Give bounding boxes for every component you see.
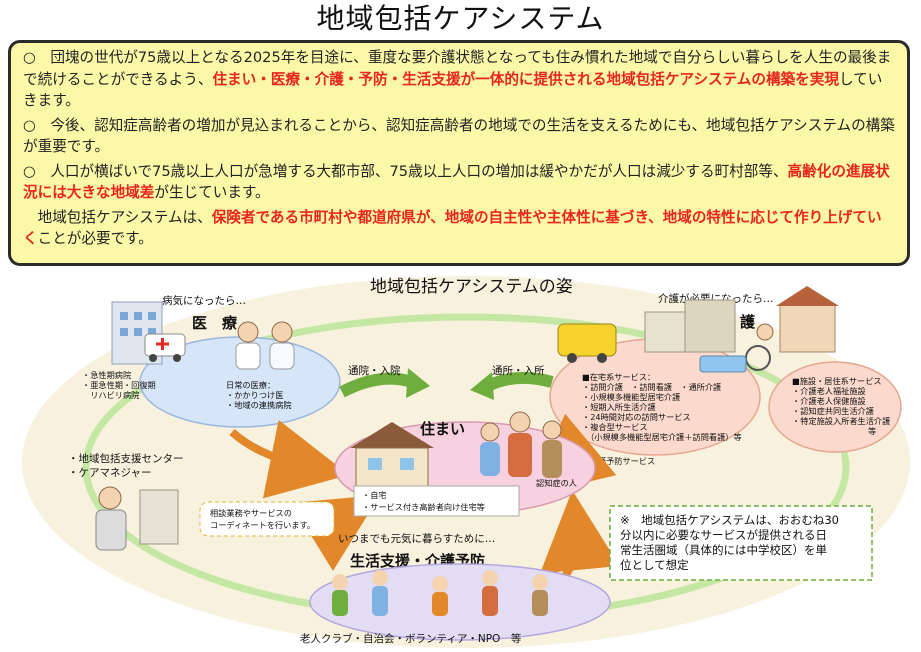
home-services-1: ・訪問介護 ・訪問看護 ・通所介護 <box>582 382 721 392</box>
note-line-3: 常生活圏域（具体的には中学校区）を単 <box>620 543 827 557</box>
support-center-line-1: ・地域包括支援センター <box>68 452 184 465</box>
intro-paragraph-3: ○ 人口が横ばいで75歳以上人口が急増する大都市部、75歳以上人口の増加は緩やか… <box>23 161 895 204</box>
life-caption: いつまでも元気に暮らすために… <box>338 532 495 545</box>
facility-services-2: ・介護老人保健施設 <box>792 396 866 406</box>
facility-services-3: ・認知症共同生活介護 <box>792 406 874 416</box>
page-title: 地域包括ケアシステム <box>316 2 605 35</box>
home-services-2: ・小規模多機能型居宅介護 <box>582 392 680 402</box>
home-item-2: ・サービス付き高齢者向け住宅等 <box>362 502 485 512</box>
hospital-building-icon <box>111 301 163 365</box>
home-services-4: ・24時間対応の訪問サービス <box>582 412 691 422</box>
home-services-3: ・短期入所生活介護 <box>582 402 656 412</box>
consult-line-2: コーディネートを行います。 <box>210 520 315 530</box>
home-label: 住まい <box>420 420 465 438</box>
support-center-line-2: ・ケアマネジャー <box>68 467 151 479</box>
arrow-left-label: 通院・入院 <box>348 364 401 377</box>
facility-services-4: ・特定施設入所者生活介護 <box>792 416 890 426</box>
elderly-activity-icon <box>332 570 548 616</box>
care-manager-icon <box>95 486 179 551</box>
intro-p1-text: ○ 団塊の世代が75歳以上となる2025年を目途に、重度な要介護状態となっても住… <box>23 49 892 88</box>
hospital-line-1: ・急性期病院 <box>82 370 131 380</box>
welfare-van-icon <box>557 323 617 363</box>
intro-p4-text: 地域包括ケアシステムは、 <box>23 208 212 226</box>
ambulance-icon <box>144 333 186 362</box>
care-facility-building-icon <box>644 286 839 353</box>
medical-to-home-arrow <box>229 419 350 499</box>
facility-services-0: ■施設・居住系サービス <box>792 376 882 386</box>
note-line-1: ※ 地域包括ケアシステムは、おおむね30 <box>620 513 839 527</box>
house-icon <box>350 422 434 489</box>
facility-services-1: ・介護老人福祉施設 <box>792 386 866 396</box>
dementia-person-label: 認知症の人 <box>536 478 577 488</box>
intro-p3-emphasis: 高齢化の進展状況には大きな地域差 <box>23 162 890 202</box>
arrow-right-label: 通所・入所 <box>492 365 545 377</box>
home-item-1: ・自宅 <box>362 490 387 500</box>
home-services-0: ■在宅系サービス： <box>582 372 655 382</box>
doctor-nurse-icon <box>235 321 295 370</box>
diagram-title: 地域包括ケアシステムの姿 <box>370 277 573 297</box>
hospital-line-2: ・亜急性期・回復期 <box>82 380 156 390</box>
intro-p4-emphasis: 保険者である市町村や都道府県が、地域の自主性や主体性に基づき、地域の特性に応じて… <box>23 208 882 248</box>
right-green-arrow-head <box>470 372 494 400</box>
facility-care-bubble <box>768 361 902 453</box>
left-green-arrow-head <box>406 368 430 398</box>
daily-care-line-2: ・かかりつけ医 <box>226 390 283 400</box>
note-line-4: 位として想定 <box>620 558 689 572</box>
consult-bubble <box>199 501 335 537</box>
care-system-diagram: 地域包括ケアシステムの姿 病気になったら… 医 療 ・急性期病院 ・亜急性期・回… <box>22 276 910 648</box>
intro-p1-tail: していきます。 <box>23 70 883 110</box>
life-bubble <box>309 563 611 641</box>
bath-care-icon <box>699 355 747 373</box>
intro-p4-tail: ことが必要です。 <box>37 230 153 247</box>
home-items-box <box>353 485 520 517</box>
medical-label: 医 療 <box>192 314 238 332</box>
home-services-6: （小規模多機能型居宅介護＋訪問看護）等 <box>582 432 742 442</box>
family-icon <box>480 411 562 478</box>
hospital-line-3: リハビリ病院 <box>82 390 139 400</box>
intro-p3-text: ○ 人口が横ばいで75歳以上人口が急増する大都市部、75歳以上人口の増加は緩やか… <box>23 162 788 180</box>
consult-line-1: 相談業務やサービスの <box>210 508 292 518</box>
intro-p1-emphasis: 住まい・医療・介護・予防・生活支援が一体的に提供される地域包括ケアシステムの構築… <box>212 70 839 88</box>
prevention-service: ■介護予防サービス <box>582 456 655 466</box>
home-services-5: ・複合型サービス <box>582 422 648 432</box>
note-line-2: 分以内に必要なサービスが提供される日 <box>620 528 827 542</box>
life-groups: 老人クラブ・自治会・ボランティア・NPO 等 <box>300 632 522 645</box>
intro-paragraph-4: 地域包括ケアシステムは、保険者である市町村や都道府県が、地域の自主性や主体性に基… <box>23 207 895 250</box>
intro-box: ○ 団塊の世代が75歳以上となる2025年を目途に、重度な要介護状態となっても住… <box>8 40 910 266</box>
intro-paragraph-2: ○ 今後、認知症高齢者の増加が見込まれることから、認知症高齢者の地域での生活を支… <box>23 116 895 156</box>
right-green-arrow <box>485 371 554 392</box>
daily-care-line-1: 日常の医療： <box>226 380 275 390</box>
facility-services-5: 等 <box>868 426 876 436</box>
intro-paragraph-1: ○ 団塊の世代が75歳以上となる2025年を目途に、重度な要介護状態となっても住… <box>23 47 895 112</box>
left-green-arrow <box>339 372 414 398</box>
medical-caption: 病気になったら… <box>162 294 246 307</box>
intro-p3-tail: が生じています。 <box>154 184 270 201</box>
note-box <box>609 505 873 581</box>
daily-care-line-3: ・地域の連携病院 <box>226 400 292 410</box>
